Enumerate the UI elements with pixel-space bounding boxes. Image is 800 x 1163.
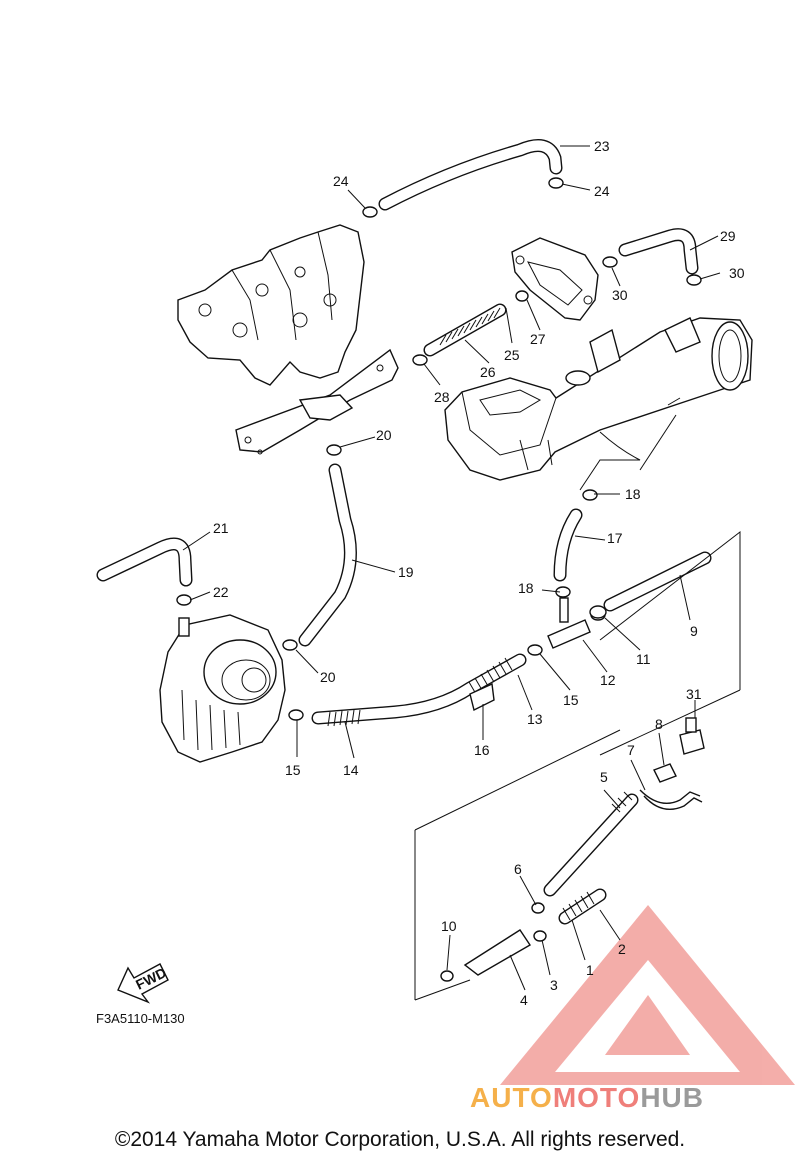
callout-23: 23 bbox=[594, 138, 610, 154]
watermark-part-hub: HUB bbox=[640, 1082, 704, 1113]
callout-11: 11 bbox=[636, 651, 651, 667]
callout-20-upper: 20 bbox=[376, 427, 392, 443]
callout-7: 7 bbox=[627, 742, 635, 758]
callout-6: 6 bbox=[514, 861, 522, 877]
watermark-logo bbox=[500, 905, 795, 1085]
callout-29: 29 bbox=[720, 228, 736, 244]
callout-10: 10 bbox=[441, 918, 457, 934]
watermark-brand: AUTOMOTOHUB bbox=[470, 1082, 704, 1114]
callout-21: 21 bbox=[213, 520, 229, 536]
callout-22: 22 bbox=[213, 584, 229, 600]
callout-4: 4 bbox=[520, 992, 528, 1008]
clamps bbox=[176, 177, 702, 982]
callout-30-right: 30 bbox=[729, 265, 745, 281]
watermark-part-auto: AUTO bbox=[470, 1082, 553, 1113]
fwd-arrow-icon: FWD bbox=[117, 963, 169, 1004]
callout-15-right: 15 bbox=[563, 692, 579, 708]
exhaust-chamber bbox=[444, 317, 753, 481]
callout-12: 12 bbox=[600, 672, 616, 688]
callout-31: 31 bbox=[686, 686, 702, 702]
callout-26: 26 bbox=[480, 364, 496, 380]
callout-30-left: 30 bbox=[612, 287, 628, 303]
callout-24-right: 24 bbox=[594, 183, 610, 199]
callout-28: 28 bbox=[434, 389, 450, 405]
callout-8: 8 bbox=[655, 716, 663, 732]
callout-20-lower: 20 bbox=[320, 669, 336, 685]
manifold-flange bbox=[235, 348, 399, 455]
callout-9: 9 bbox=[690, 623, 698, 639]
callout-27: 27 bbox=[530, 331, 546, 347]
fittings bbox=[463, 597, 705, 976]
assembly-outlines bbox=[414, 397, 741, 1001]
callout-14: 14 bbox=[343, 762, 359, 778]
callout-1: 1 bbox=[586, 962, 594, 978]
callout-16: 16 bbox=[474, 742, 490, 758]
callout-5: 5 bbox=[600, 769, 608, 785]
callout-13: 13 bbox=[527, 711, 543, 727]
callout-17: 17 bbox=[607, 530, 623, 546]
callout-labels: 1 2 3 4 5 6 7 8 9 10 11 12 13 14 15 15 1… bbox=[213, 138, 745, 1008]
thermostat-housing bbox=[511, 237, 599, 321]
diagram-code: F3A5110-M130 bbox=[96, 1011, 185, 1026]
callout-25: 25 bbox=[504, 347, 520, 363]
callout-24-left: 24 bbox=[333, 173, 349, 189]
exhaust-manifold bbox=[177, 224, 365, 386]
callout-18-upper: 18 bbox=[625, 486, 641, 502]
copyright-notice: ©2014 Yamaha Motor Corporation, U.S.A. A… bbox=[114, 1128, 686, 1151]
callout-3: 3 bbox=[550, 977, 558, 993]
callout-18-lower: 18 bbox=[518, 580, 534, 596]
corrugations bbox=[327, 307, 633, 921]
callout-19: 19 bbox=[398, 564, 414, 580]
callout-2: 2 bbox=[618, 941, 626, 957]
watermark-part-moto: MOTO bbox=[552, 1082, 641, 1113]
callout-15-left: 15 bbox=[285, 762, 301, 778]
callout-leaders bbox=[182, 145, 721, 991]
vapor-separator bbox=[159, 614, 286, 763]
